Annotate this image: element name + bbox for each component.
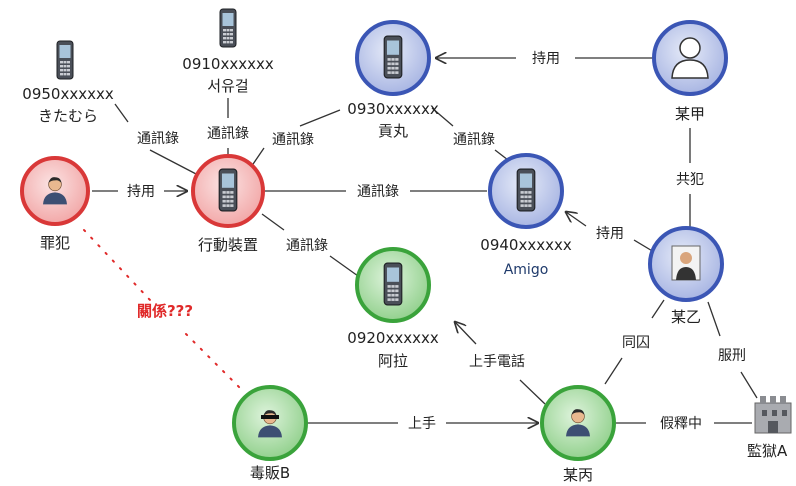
phone-number: 0930xxxxxx [347, 100, 439, 118]
node-0910[interactable]: 0910xxxxxx 서유걸 [182, 8, 274, 95]
edge-label-serving: 服刑 [718, 348, 746, 364]
edge-label-call-log: 通訊錄 [357, 184, 399, 200]
contact-name: Amigo [504, 262, 549, 278]
edge-label-call-log: 通訊錄 [286, 238, 328, 254]
prison-icon [754, 396, 792, 434]
edge-b-prison [707, 301, 758, 399]
edge-relation-question [83, 229, 245, 393]
phone-number: 0940xxxxxx [480, 236, 572, 254]
contact-name: 貢丸 [378, 122, 408, 140]
node-0930[interactable]: 0930xxxxxx 貢丸 [347, 20, 439, 140]
edge-label-inmate: 同囚 [622, 335, 650, 351]
small-phone-icon [219, 8, 237, 48]
edge-label-supplier: 上手 [408, 416, 436, 432]
edge-label-holds: 持用 [532, 51, 560, 67]
node-device[interactable]: 行動裝置 [191, 154, 265, 254]
node-0940[interactable]: 0940xxxxxx Amigo [480, 153, 572, 278]
node-label: 罪犯 [40, 234, 70, 252]
person-photo-icon [671, 245, 701, 281]
edge-label-call-log: 通訊錄 [207, 126, 249, 142]
edge-label-accomplice: 共犯 [676, 172, 704, 188]
person-silhouette-icon [671, 37, 709, 79]
edge-b-c [604, 299, 665, 385]
edge-0930-0940 [431, 107, 509, 161]
phone-number: 0950xxxxxx [22, 85, 114, 103]
node-0950[interactable]: 0950xxxxxx きたむら [22, 40, 114, 125]
phone-icon [383, 262, 403, 306]
edge-label-parole: 假釋中 [660, 416, 702, 432]
edge-label-supplier-call: 上手電話 [469, 353, 525, 370]
edge-device-0920 [261, 213, 359, 277]
node-person-a[interactable]: 某甲 [652, 20, 728, 123]
edge-label-call-log: 通訊錄 [453, 132, 495, 148]
node-person-c[interactable]: 某丙 [540, 385, 616, 484]
node-label: 某甲 [675, 105, 705, 123]
node-label: 某丙 [563, 466, 593, 484]
node-label: 毒販B [250, 464, 290, 482]
node-prison[interactable]: 監獄A [747, 396, 792, 460]
edge-b-0940 [566, 212, 655, 253]
phone-number: 0920xxxxxx [347, 329, 439, 347]
edge-c-0920 [455, 322, 546, 405]
edge-label-holds: 持用 [127, 184, 155, 200]
phone-icon [516, 168, 536, 212]
node-person-b[interactable]: 某乙 [648, 226, 724, 326]
node-criminal[interactable]: 罪犯 [20, 156, 90, 252]
node-label: 行動裝置 [198, 236, 258, 254]
edge-label-call-log: 通訊錄 [137, 131, 179, 147]
node-0920[interactable]: 0920xxxxxx 阿拉 [347, 247, 439, 370]
edge-0950-device [114, 103, 199, 176]
small-phone-icon [56, 40, 74, 80]
phone-number: 0910xxxxxx [182, 55, 274, 73]
node-label: 某乙 [671, 308, 701, 326]
contact-name: きたむら [38, 107, 98, 125]
node-dealer-b[interactable]: 毒販B [232, 385, 308, 482]
node-label: 監獄A [747, 442, 788, 460]
phone-icon [383, 35, 403, 79]
edge-labels: 持用 通訊錄 通訊錄 通訊錄 通訊錄 通訊錄 通訊錄 持用 共犯 持用 同囚 服… [127, 51, 746, 432]
relation-question-label: 關係??? [137, 302, 193, 320]
edges [83, 58, 758, 423]
contact-name: 서유걸 [207, 77, 248, 95]
phone-icon [218, 168, 238, 212]
edge-label-holds: 持用 [596, 226, 624, 242]
edge-label-call-log: 通訊錄 [272, 132, 314, 148]
contact-name: 阿拉 [378, 352, 408, 370]
